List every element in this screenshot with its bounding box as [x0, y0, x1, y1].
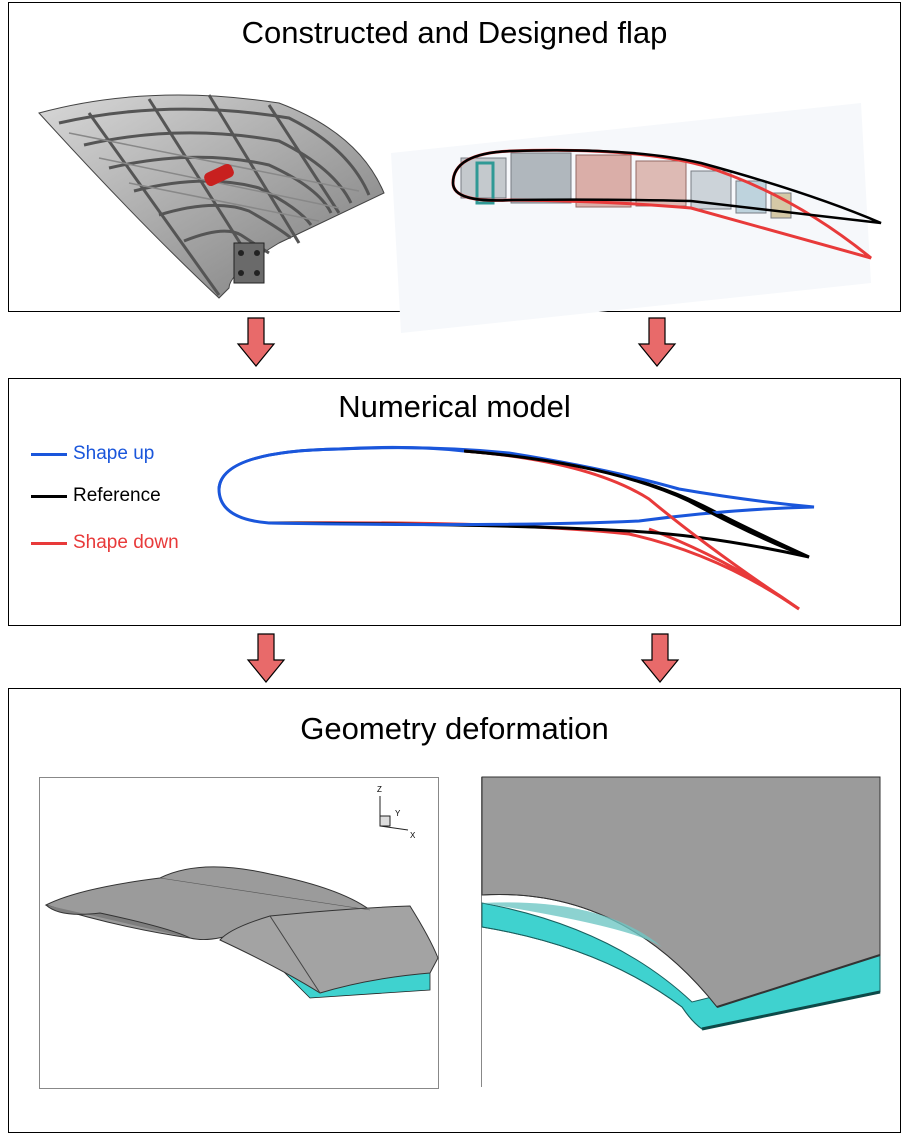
axis-x-label: X: [410, 831, 416, 840]
panel-title: Geometry deformation: [300, 711, 609, 746]
axis-y-label: Y: [395, 809, 401, 818]
legend-label: Shape up: [73, 443, 155, 464]
shape-up-curve: [217, 446, 815, 527]
flap-structure-photo: [38, 94, 385, 299]
render-flap-detail: Z Y X: [481, 776, 881, 1087]
geometry-deformation-panel: Geometry deformation Z Y X: [8, 688, 901, 1133]
panel-title: Constructed and Designed flap: [241, 15, 668, 50]
constructed-flap-panel: Constructed and Designed flap: [8, 2, 901, 333]
render-full-wing: Z Y X: [39, 777, 439, 1089]
legend-reference: Reference: [31, 485, 161, 507]
down-arrow-left-1: [236, 317, 276, 367]
legend-shape-down: Shape down: [31, 532, 179, 554]
airfoil-shapes: [217, 445, 815, 611]
axes-triad-icon: [379, 796, 409, 831]
reference-curve: [268, 449, 810, 559]
down-arrow-right-2: [640, 633, 680, 683]
flap-cad-section: [391, 103, 882, 333]
numerical-model-panel: Numerical model Shape up Reference Shape…: [8, 378, 901, 626]
down-arrow-left-2: [246, 633, 286, 683]
legend-label: Shape down: [73, 532, 179, 553]
down-arrow-right-1: [637, 317, 677, 367]
legend-label: Reference: [73, 485, 161, 506]
axis-z-label: Z: [377, 785, 382, 794]
panel-title: Numerical model: [338, 389, 571, 424]
shape-down-curve: [268, 521, 800, 611]
reference-outline: [451, 148, 882, 225]
legend-shape-up: Shape up: [31, 443, 154, 465]
